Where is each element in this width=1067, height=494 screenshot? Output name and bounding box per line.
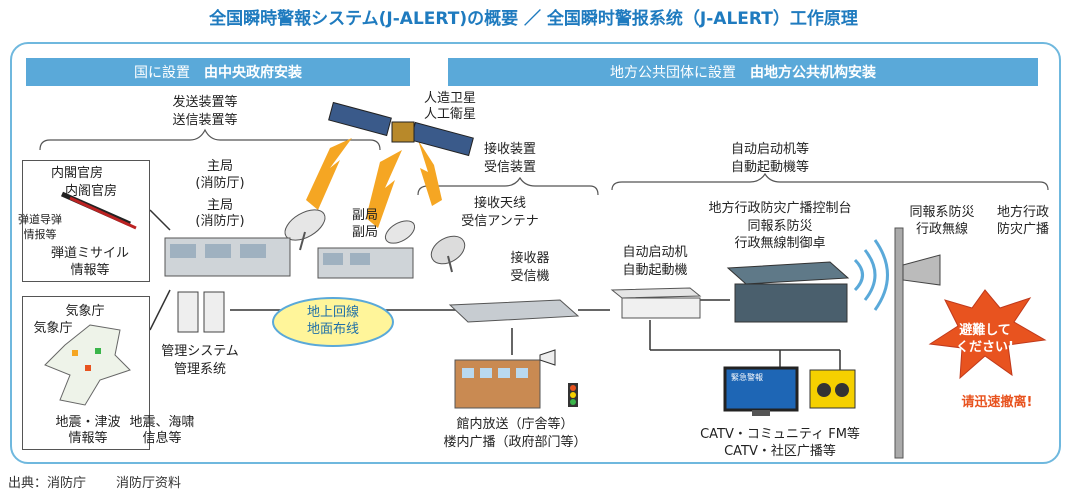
brace-receive	[417, 176, 599, 196]
cabinet-ja: 内閣官房	[50, 166, 103, 181]
auto-machine-zh: 自动启动机	[622, 245, 688, 260]
auto-start-group-zh: 自动启动机等	[730, 142, 809, 157]
lightning-3	[418, 140, 442, 206]
wave-2	[863, 249, 877, 301]
sub-ja: 副局	[351, 225, 378, 240]
missile-line2: 情報等	[70, 263, 110, 278]
quake-ja2: 情報等	[68, 431, 108, 446]
auto-machine-ja: 自動起動機	[622, 263, 688, 278]
missile-small-2: 情报等	[23, 228, 57, 241]
dish-receive-icon	[430, 235, 466, 273]
building-ja: 館内放送（庁舎等）	[456, 417, 574, 432]
control-desk-icon	[726, 261, 850, 323]
sub-zh: 副局	[351, 208, 378, 223]
brace-send	[39, 128, 381, 151]
satellite-icon	[328, 101, 474, 157]
loudspeaker-icon	[902, 254, 941, 286]
receive-device-ja: 受信装置	[483, 160, 536, 175]
lightning-2	[366, 150, 402, 228]
catv-zh: CATV・社区广播等	[724, 444, 836, 459]
evac-ja: 避難して	[959, 323, 1011, 338]
antenna-zh: 接收天线	[473, 196, 526, 211]
band-local-ja: 地方公共団体に設置	[610, 65, 736, 81]
band-local: 地方公共団体に設置 由地方公共机构安装	[448, 58, 1038, 86]
main-ja-sub: (消防庁)	[195, 214, 245, 229]
server-icon	[177, 291, 225, 333]
control-zh: 地方行政防灾广播控制台	[708, 201, 852, 216]
control-ja: 同報系防災	[747, 219, 813, 234]
catv-ja: CATV・コミュニティ FM等	[700, 427, 860, 442]
speaker-zh2: 防灾广播	[996, 222, 1049, 237]
radio-icon	[809, 369, 856, 409]
cloud-label-ja: 地上回線	[306, 305, 359, 320]
footer: 出典：消防庁 消防厅资料	[8, 472, 211, 491]
quake-ja: 地震・津波	[55, 415, 121, 430]
cloud-icon	[272, 297, 394, 347]
band-central: 国に設置 由中央政府安装	[26, 58, 410, 86]
receiver-icon	[448, 299, 580, 323]
management-zh: 管理系统	[173, 362, 226, 377]
wave-1	[853, 258, 864, 292]
footer-source-zh: 消防厅资料	[116, 476, 182, 491]
japan-map-icon	[44, 324, 131, 406]
lightning-1	[306, 138, 352, 210]
band-central-ja: 国に設置	[134, 65, 190, 81]
receive-device-zh: 接收装置	[483, 142, 536, 157]
missile-ja: 弾道ミサイル	[50, 246, 129, 261]
weather-ja: 気象庁	[33, 321, 73, 336]
missile-icon	[60, 191, 137, 230]
tv-icon	[723, 366, 799, 416]
pole-icon	[894, 227, 904, 459]
weather-zh: 気象庁	[65, 304, 105, 319]
speaker-zh: 地方行政	[996, 205, 1049, 220]
send-device-ja: 送信装置等	[172, 113, 238, 128]
satellite-zh: 人造卫星	[423, 91, 476, 106]
speaker-ja2: 行政無線	[915, 222, 968, 237]
cloud-label-zh: 地面布线	[306, 322, 359, 337]
wave-3	[873, 239, 889, 311]
dish-sub-icon	[384, 220, 416, 244]
evac-ja2: ください!	[956, 340, 1014, 355]
footer-source-ja: 出典：消防庁	[8, 476, 87, 491]
speaker-ja: 同報系防災	[909, 205, 975, 220]
main-zh: 主局	[206, 159, 233, 174]
dish-main-icon	[284, 209, 326, 251]
brace-auto	[611, 172, 1049, 191]
missile-small-1: 弹道导弹	[18, 213, 62, 226]
megaphone-icon	[539, 349, 556, 366]
receiver-ja: 受信機	[510, 269, 550, 284]
management-ja: 管理システム	[161, 344, 239, 359]
building-zh: 楼内广播（政府部门等）	[443, 435, 587, 450]
satellite-ja: 人工衛星	[423, 107, 476, 122]
send-device-zh: 发送装置等	[172, 95, 238, 110]
building-icon	[454, 359, 541, 409]
receiver-zh: 接收器	[510, 251, 550, 266]
signal-light-icon	[568, 383, 578, 407]
auto-start-group-ja: 自動起動機等	[730, 160, 809, 175]
control-ja2: 行政無線制御卓	[734, 236, 826, 251]
page-title: 全国瞬時警報システム(J-ALERT)の概要 ／ 全国瞬时警报系统（J-ALER…	[209, 9, 858, 29]
band-central-zh: 由中央政府安装	[204, 65, 302, 81]
evac-zh: 请迅速撤离!	[961, 395, 1033, 410]
quake-zh: 地震、海啸	[129, 415, 195, 430]
quake-zh2: 信息等	[142, 431, 182, 446]
sub-station-icon	[317, 247, 414, 279]
tv-screen-text: 緊急警報	[731, 373, 763, 382]
band-local-zh: 由地方公共机构安装	[750, 65, 876, 81]
antenna-ja: 受信アンテナ	[461, 214, 539, 229]
auto-start-icon	[610, 287, 702, 319]
cabinet-zh: 内阁官房	[64, 184, 117, 199]
main-station-icon	[164, 237, 291, 277]
main-ja: 主局	[206, 198, 233, 213]
alert-burst-icon	[928, 289, 1047, 380]
main-zh-sub: (消防厅)	[195, 176, 245, 191]
